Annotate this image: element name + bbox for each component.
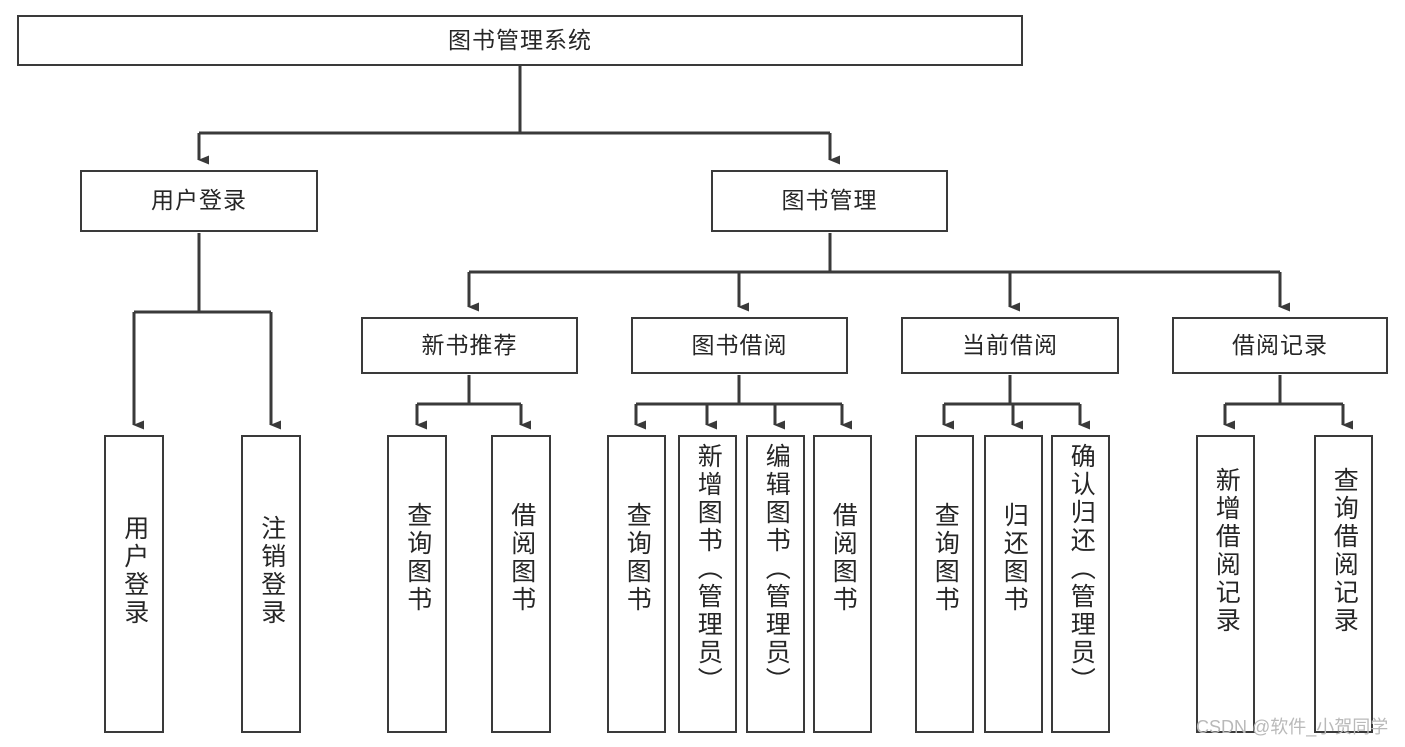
- node-new-book-recommendation[interactable]: 新书推荐: [361, 317, 578, 374]
- leaf-borrow-record-add-record[interactable]: 新增借阅记录: [1196, 435, 1255, 733]
- leaf-label: 确认归还（管理员）: [1067, 443, 1096, 695]
- leaf-borrow-record-query-record[interactable]: 查询借阅记录: [1314, 435, 1373, 733]
- leaf-label: 查询图书: [931, 502, 960, 614]
- leaf-label: 查询图书: [403, 502, 432, 614]
- leaf-label: 查询借阅记录: [1330, 467, 1359, 635]
- node-user-login[interactable]: 用户登录: [80, 170, 318, 232]
- leaf-current-borrow-confirm-return-admin[interactable]: 确认归还（管理员）: [1051, 435, 1110, 733]
- leaf-book-borrow-query-books[interactable]: 查询图书: [607, 435, 666, 733]
- leaf-new-book-borrow-books[interactable]: 借阅图书: [491, 435, 551, 733]
- node-book-borrowing[interactable]: 图书借阅: [631, 317, 848, 374]
- node-label: 用户登录: [151, 187, 247, 214]
- leaf-label: 查询图书: [623, 502, 652, 614]
- node-book-management[interactable]: 图书管理: [711, 170, 948, 232]
- leaf-book-borrow-add-book-admin[interactable]: 新增图书（管理员）: [678, 435, 737, 733]
- node-label: 借阅记录: [1232, 331, 1328, 358]
- node-label: 图书管理: [781, 187, 878, 214]
- node-root-book-management-system[interactable]: 图书管理系统: [17, 15, 1023, 66]
- node-label: 新书推荐: [421, 331, 518, 358]
- csdn-watermark: CSDN @软件_小贺同学: [1196, 717, 1389, 737]
- node-label: 当前借阅: [962, 331, 1058, 358]
- leaf-label: 用户登录: [120, 515, 149, 627]
- node-current-borrowing[interactable]: 当前借阅: [901, 317, 1119, 374]
- leaf-label: 注销登录: [257, 515, 286, 627]
- leaf-label: 归还图书: [1000, 502, 1029, 614]
- leaf-current-borrow-query-books[interactable]: 查询图书: [915, 435, 974, 733]
- leaf-label: 新增图书（管理员）: [694, 443, 723, 695]
- leaf-label: 借阅图书: [829, 502, 858, 614]
- node-label: 图书管理系统: [448, 26, 592, 53]
- node-borrowing-record[interactable]: 借阅记录: [1172, 317, 1388, 374]
- leaf-current-borrow-return-books[interactable]: 归还图书: [984, 435, 1043, 733]
- leaf-label: 编辑图书（管理员）: [762, 443, 791, 695]
- leaf-book-borrow-borrow-books[interactable]: 借阅图书: [813, 435, 872, 733]
- leaf-user-login-login[interactable]: 用户登录: [104, 435, 164, 733]
- leaf-new-book-query-books[interactable]: 查询图书: [387, 435, 447, 733]
- leaf-label: 新增借阅记录: [1212, 467, 1241, 635]
- leaf-label: 借阅图书: [507, 502, 536, 614]
- leaf-user-login-logout[interactable]: 注销登录: [241, 435, 301, 733]
- leaf-book-borrow-edit-book-admin[interactable]: 编辑图书（管理员）: [746, 435, 805, 733]
- node-label: 图书借阅: [691, 331, 788, 358]
